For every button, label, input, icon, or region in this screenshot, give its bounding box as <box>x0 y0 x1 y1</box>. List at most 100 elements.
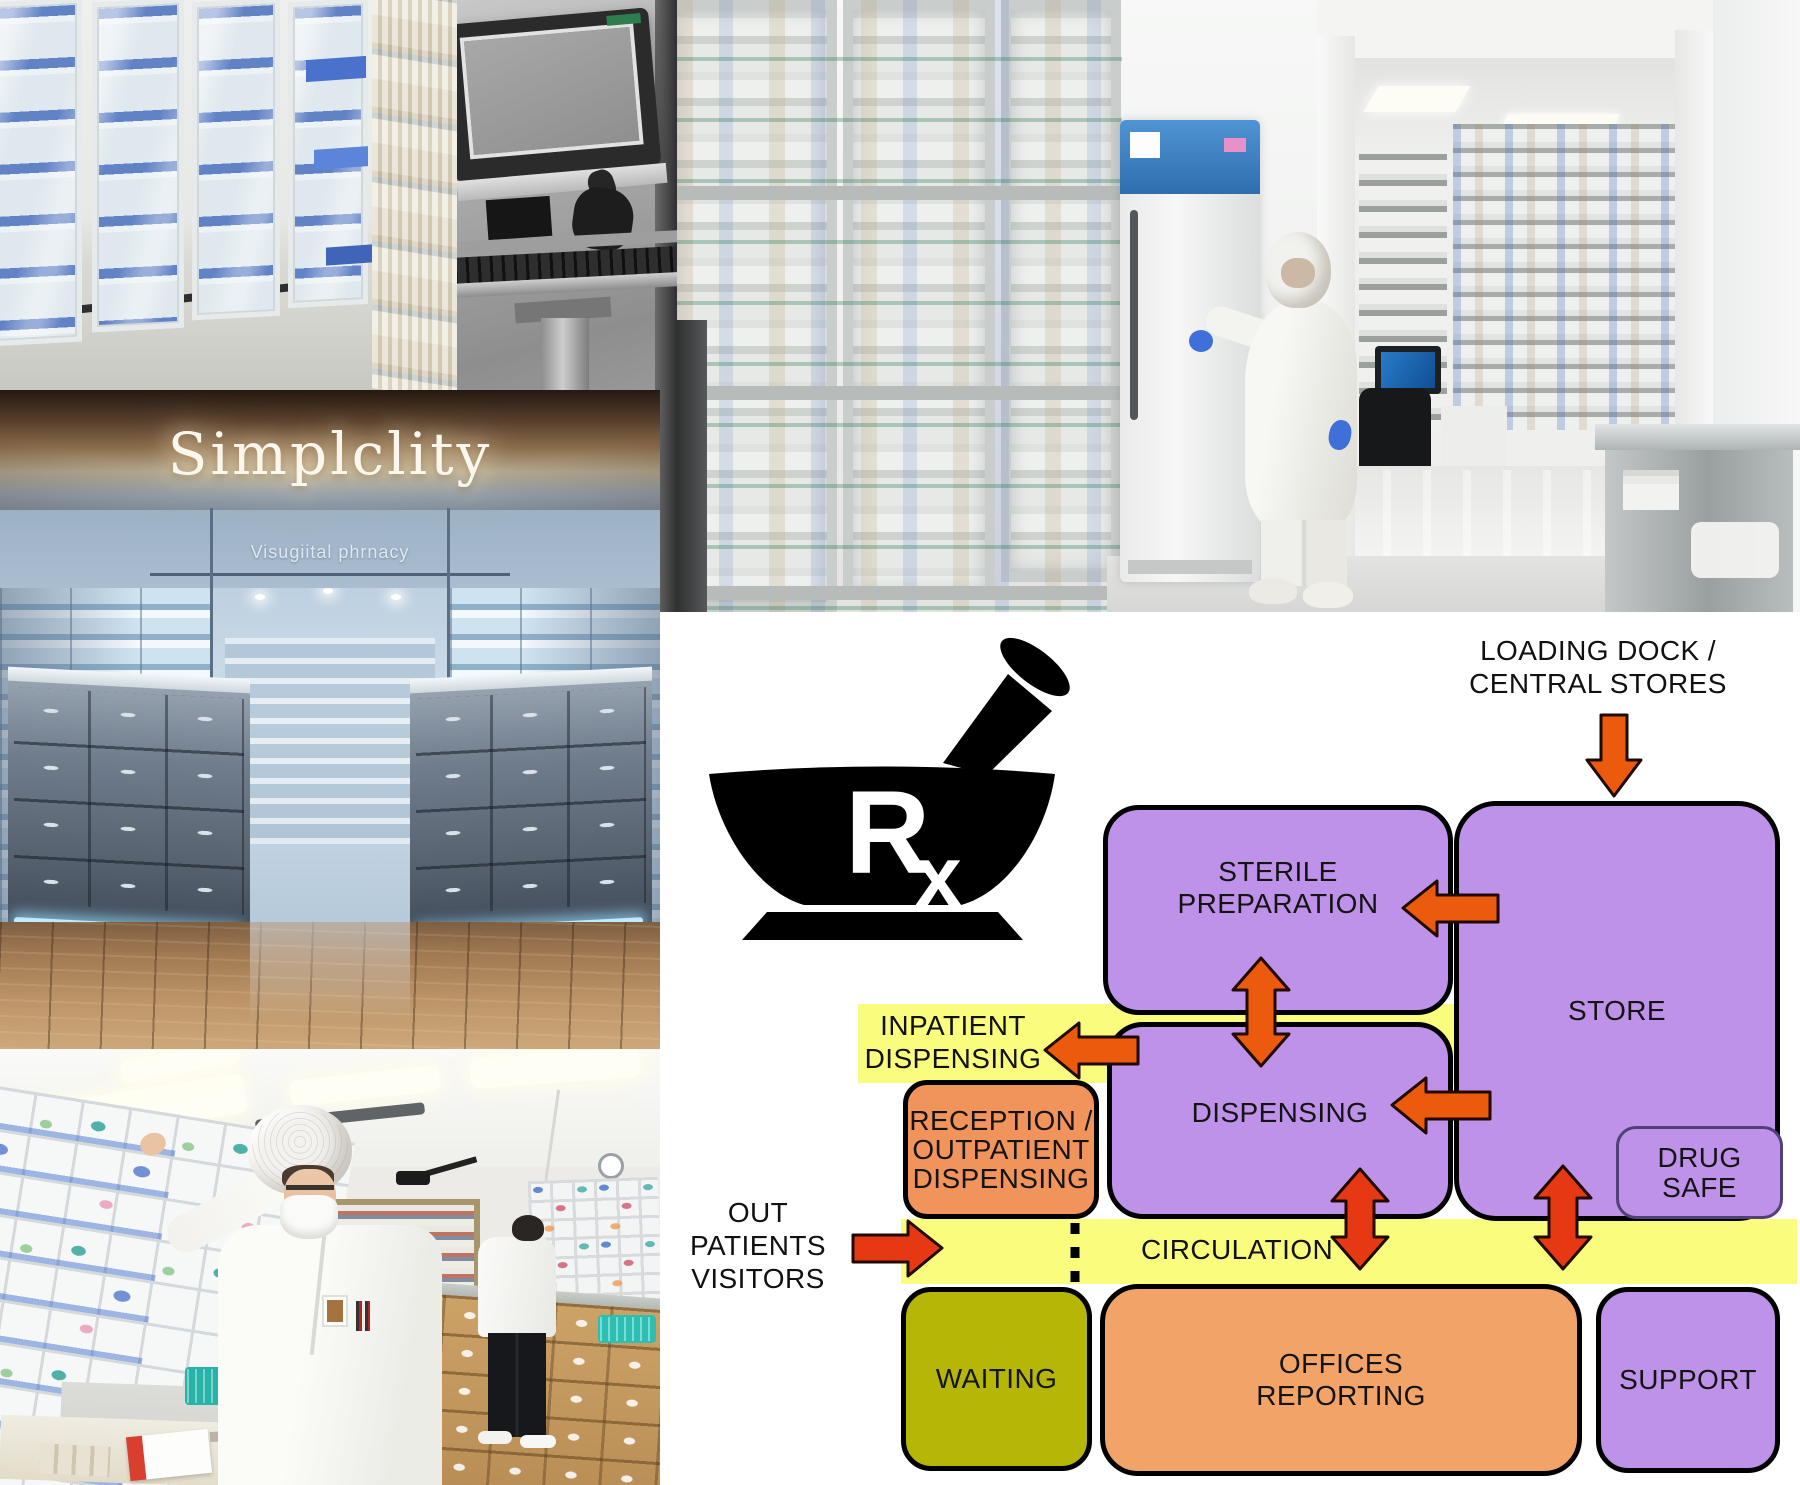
teal-basket <box>598 1315 656 1343</box>
power-brick <box>485 195 553 241</box>
glass-sign-text: Visugiital phrnacy <box>250 542 410 562</box>
arrow-loading-to-store <box>1585 713 1643 798</box>
pharmacist-male-head <box>512 1215 544 1241</box>
room-label: WAITING <box>935 1363 1058 1394</box>
blue-bin <box>314 146 368 170</box>
fridge-top-panel <box>1120 120 1260 194</box>
shoe <box>478 1431 512 1444</box>
room-reception-outpatient-dispensing: RECEPTION / OUTPATIENT DISPENSING <box>903 1080 1099 1219</box>
glass-mullion <box>447 508 450 840</box>
cabinet-module-lines <box>677 0 1122 612</box>
monitor <box>457 7 662 183</box>
glass-cabinet <box>192 0 280 321</box>
medicine-boxes <box>39 1443 111 1477</box>
rx-symbol-r: R <box>845 767 930 899</box>
room-waiting: WAITING <box>901 1287 1092 1471</box>
shoe <box>520 1435 556 1448</box>
back-shelving-unit <box>1453 124 1677 430</box>
fridge-pink-label <box>1224 138 1246 152</box>
pocket-pens <box>356 1301 370 1331</box>
room-label: SUPPORT <box>1619 1364 1757 1395</box>
table-label <box>1623 470 1679 510</box>
floor-reflection <box>1383 470 1623 560</box>
pharmacist-female-coat <box>218 1225 442 1485</box>
glass-cabinet <box>92 0 184 333</box>
packet-rows <box>372 0 457 390</box>
workstation-edge <box>677 320 707 612</box>
drawer-handles <box>416 686 646 916</box>
doorway-header <box>1317 0 1717 60</box>
shelf-products <box>1453 124 1677 430</box>
stainless-table <box>1595 424 1800 612</box>
storefront-photo: Simplclity Visugiital phrnacy <box>0 390 660 1049</box>
room-dispensing: DISPENSING <box>1107 1022 1453 1219</box>
cleanroom-worker-body <box>1245 300 1357 530</box>
basket-mesh <box>600 1317 654 1341</box>
room-drug-safe: DRUG SAFE <box>1616 1126 1783 1219</box>
monitor-screen <box>1381 352 1435 388</box>
wall-clock <box>598 1153 624 1179</box>
red-white-box <box>125 1428 213 1482</box>
sign-wall-vignette <box>0 390 660 510</box>
out-patients-visitors-label: OUT PATIENTS VISITORS <box>690 1197 826 1294</box>
suture-packet-rack <box>372 0 457 390</box>
room-label: DRUG SAFE <box>1657 1141 1742 1203</box>
blue-bin <box>326 244 372 266</box>
drawer-grid <box>14 686 244 916</box>
pharmacy-layout-diagram: R x STERILE PREPARATION STORE DISPENSING… <box>660 612 1800 1485</box>
glass-mullion <box>210 508 213 840</box>
blue-glove <box>1189 330 1213 352</box>
spotlight <box>391 594 401 600</box>
fridge-handle <box>1130 210 1138 420</box>
glass-reflection <box>199 5 273 313</box>
badge-photo <box>327 1300 343 1322</box>
cleanroom-pharmacy-photo <box>677 0 1800 612</box>
back-room-monitor <box>1375 346 1441 394</box>
mortar-pedestal-icon <box>742 912 1023 940</box>
pharmacist-male-shirt <box>478 1237 556 1337</box>
room-support: SUPPORT <box>1596 1287 1780 1473</box>
drawer-handles <box>14 686 244 916</box>
pestle-knob-icon <box>1000 637 1070 697</box>
table-top <box>1595 424 1800 450</box>
monitor-label <box>606 13 642 26</box>
glass-mullion <box>150 573 510 576</box>
loading-dock-label: LOADING DOCK / CENTRAL STORES <box>1469 635 1727 699</box>
pharmacist-male-pants <box>488 1333 546 1437</box>
room-label: DISPENSING <box>1191 1096 1369 1128</box>
circulation-label: CIRCULATION <box>1141 1234 1334 1265</box>
room-label: STERILE PREPARATION <box>1177 856 1379 919</box>
drawer-grid <box>416 686 646 916</box>
drawer-island <box>410 666 652 942</box>
pharmacy-staff-photo <box>0 1049 660 1485</box>
medical-fridge <box>1120 120 1260 582</box>
pestle-shaft-icon <box>943 674 1052 775</box>
room-label: OFFICES REPORTING <box>1256 1348 1426 1411</box>
room-label: RECEPTION / OUTPATIENT DISPENSING <box>909 1105 1093 1194</box>
glasses <box>286 1185 334 1190</box>
fridge-sign <box>1130 132 1160 158</box>
cleanroom-worker-face <box>1281 258 1315 288</box>
face-mask <box>280 1195 338 1239</box>
table-body <box>1605 450 1793 612</box>
mortar-pestle-rx-icon: R x <box>709 637 1070 940</box>
monitor-screen <box>459 22 644 160</box>
storefront-sign-text: Simplclity <box>167 420 493 488</box>
cleanroom-bootie <box>1303 582 1353 608</box>
supply-room-photo <box>0 0 457 390</box>
rx-symbol-x: x <box>915 829 962 923</box>
back-shelves <box>225 638 435 844</box>
spotlight <box>323 588 333 594</box>
cleanroom-worker-legs <box>1261 520 1347 586</box>
inpatient-dispensing-label: INPATIENT DISPENSING <box>864 1010 1042 1074</box>
glass-reflection <box>0 4 75 340</box>
task-lamp-head <box>396 1171 430 1185</box>
blue-bin <box>306 55 366 83</box>
mortar-bowl-icon <box>709 766 1055 905</box>
spotlight <box>255 594 265 600</box>
wood-floor <box>0 922 660 1049</box>
floor-reflection <box>250 922 410 1049</box>
room-offices-reporting: OFFICES REPORTING <box>1100 1284 1582 1476</box>
room-label: STORE <box>1568 995 1666 1026</box>
